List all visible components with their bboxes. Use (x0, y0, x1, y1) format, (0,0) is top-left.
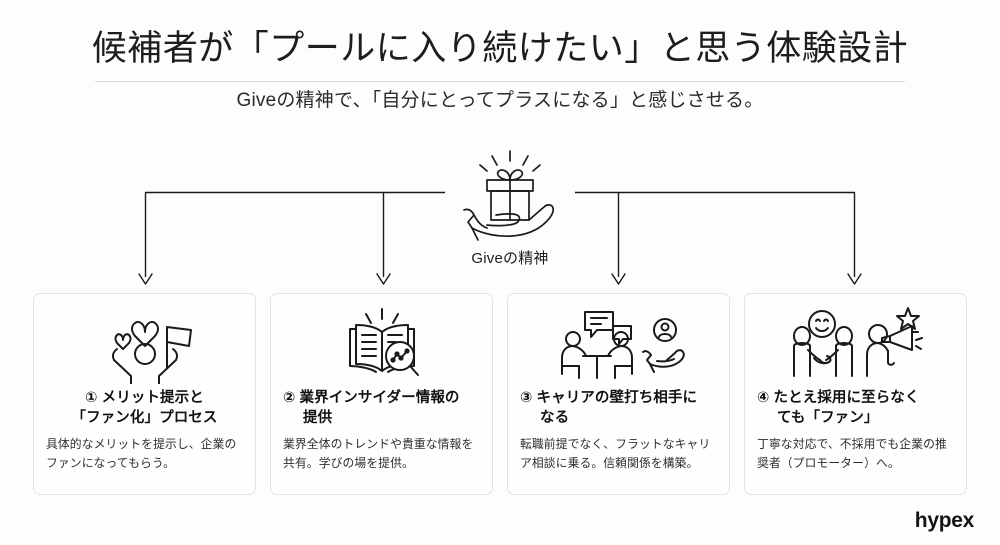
gift-on-hand-icon (463, 150, 555, 241)
title-divider (95, 81, 905, 82)
hub-node: Giveの精神 (430, 148, 590, 268)
card-body-1: 具体的なメリットを提示し、企業のファンになってもらう。 (46, 437, 237, 471)
card-title-3: ③ キャリアの壁打ち相手に なる (520, 388, 717, 428)
handshake-with-smiley-and-megaphone-icon (792, 307, 923, 377)
card-title-line2: 「ファン化」プロセス (71, 410, 218, 426)
card-body-4: 丁寧な対応で、不採用でも企業の推奨者（プロモーター）へ。 (757, 437, 947, 471)
page-subtitle: Giveの精神で、「自分にとってプラスになる」と感じさせる。 (236, 90, 764, 112)
card-title-line1: ③ キャリアの壁打ち相手に (520, 390, 698, 406)
card-title-line2: ても「ファン」 (777, 410, 879, 426)
card-fan-even-if-not-hired[interactable]: ④ たとえ採用に至らなく ても「ファン」 丁寧な対応で、不採用でも企業の推奨者（… (744, 293, 967, 495)
card-icon-wrap-4 (757, 304, 954, 386)
card-title-line1: ① メリット提示と (85, 390, 204, 406)
brand-logo: hypex (914, 509, 975, 532)
page-title: 候補者が「プールに入り続けたい」と思う体験設計 (91, 29, 909, 68)
card-industry-insider-info[interactable]: ② 業界インサイダー情報の 提供 業界全体のトレンドや貴重な情報を共有。学びの場… (270, 293, 493, 495)
card-title-1: ① メリット提示と 「ファン化」プロセス (46, 388, 243, 428)
slide-header: 候補者が「プールに入り続けたい」と思う体験設計 Giveの精神で、「自分にとって… (0, 0, 1000, 112)
card-icon-wrap-2 (283, 304, 480, 386)
arrowhead-4 (847, 273, 862, 285)
card-row: ① メリット提示と 「ファン化」プロセス 具体的なメリットを提示し、企業のファン… (33, 293, 967, 495)
card-career-sounding-board[interactable]: ③ キャリアの壁打ち相手に なる 転職前提でなく、フラットなキャリア相談に乗る。… (507, 293, 730, 495)
card-title-line1: ④ たとえ採用に至らなく (757, 390, 920, 406)
card-merit-fan-process[interactable]: ① メリット提示と 「ファン化」プロセス 具体的なメリットを提示し、企業のファン… (33, 293, 256, 495)
arrowhead-3 (611, 273, 626, 285)
cheering-person-with-hearts-and-flag-icon (111, 321, 192, 384)
arrowhead-2 (376, 273, 391, 285)
hub-label: Giveの精神 (471, 250, 549, 267)
open-book-with-magnifier-chart-icon (348, 308, 419, 376)
card-title-2: ② 業界インサイダー情報の 提供 (283, 388, 480, 428)
arrowhead-1 (138, 273, 153, 285)
card-body-2: 業界全体のトレンドや貴重な情報を共有。学びの場を提供。 (283, 437, 474, 471)
card-icon-wrap-3 (520, 304, 717, 386)
card-title-line2: なる (540, 410, 570, 426)
card-title-line2: 提供 (303, 410, 333, 426)
card-title-4: ④ たとえ採用に至らなく ても「ファン」 (757, 388, 954, 428)
card-icon-wrap-1 (46, 304, 243, 386)
two-people-talking-at-table-with-hand-holding-person-icon (560, 311, 685, 379)
card-body-3: 転職前提でなく、フラットなキャリア相談に乗る。信頼関係を構築。 (520, 437, 711, 471)
card-title-line1: ② 業界インサイダー情報の (283, 390, 460, 406)
